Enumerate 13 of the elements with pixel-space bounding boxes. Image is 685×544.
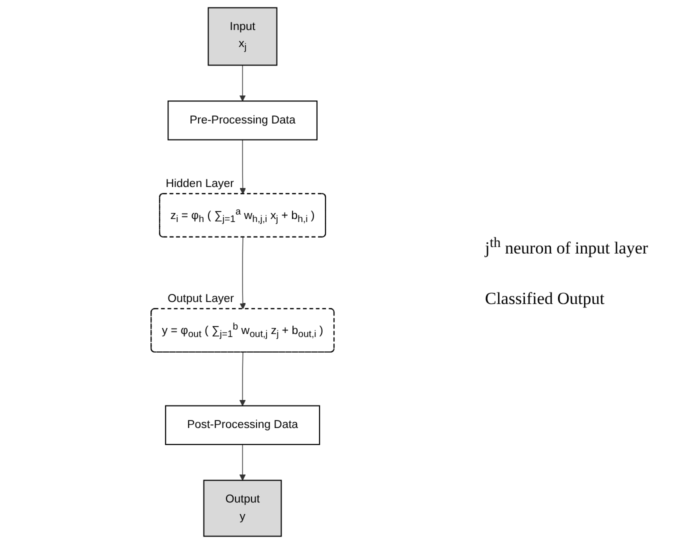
annotation-text: j$^{th}$ neuron of input layer <box>485 235 650 259</box>
node-box: Post-Processing Data <box>164 405 320 446</box>
arrow <box>239 352 246 406</box>
node-label: Output Layer <box>168 292 234 306</box>
arrow <box>239 64 246 102</box>
node-box: Input x$_{j}$ <box>208 7 278 66</box>
node-label: Hidden Layer <box>166 178 234 190</box>
arrow <box>240 236 246 310</box>
node-box: Pre-Processing Data <box>168 100 318 140</box>
node-box: Output y <box>203 480 282 537</box>
annotation-text: Classified Output <box>485 288 606 309</box>
arrow <box>240 139 246 194</box>
arrow <box>239 444 246 481</box>
